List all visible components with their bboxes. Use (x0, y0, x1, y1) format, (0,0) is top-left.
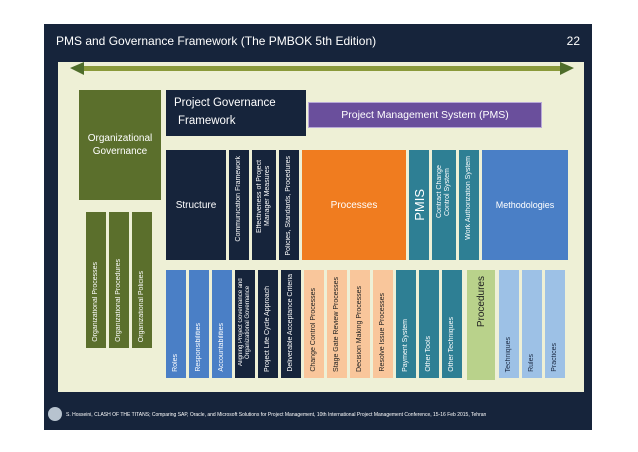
other-techniques-box: Other Techniques (442, 270, 462, 378)
decision-making-box: Decision Making Processes (350, 270, 370, 378)
org-governance-label: Organizational Governance (87, 133, 153, 157)
deliverable-criteria-box: Deliverable Acceptance Criteria (281, 270, 301, 378)
other-techniques-label: Other Techniques (448, 317, 455, 372)
procedures-label: Procedures (475, 276, 487, 328)
other-tools-box: Other Tools (419, 270, 439, 378)
pmis-box: PMIS (409, 150, 429, 260)
org-procedures-box: Organizational Procedures (109, 212, 129, 348)
aligning-governance-label: Aligning Project Governance and Organiza… (238, 278, 251, 366)
processes-box: Processes (302, 150, 406, 260)
responsibilities-label: Responsibilities (195, 323, 202, 372)
life-cycle-box: Project Life Cycle Approach (258, 270, 278, 378)
arrow-right-icon (560, 62, 574, 75)
pgf-line1: Project Governance (174, 97, 276, 109)
deliverable-criteria-label: Deliverable Acceptance Criteria (287, 274, 294, 372)
roles-label: Roles (172, 354, 179, 372)
org-governance-box: Organizational Governance (79, 90, 161, 200)
pmis-label: PMIS (411, 189, 427, 221)
payment-system-label: Payment System (402, 319, 409, 372)
accountabilities-label: Accountabilities (218, 323, 225, 372)
arrow-left-icon (70, 62, 84, 75)
pgf-line2: Framework (178, 115, 236, 127)
pms-box: Project Management System (PMS) (308, 102, 542, 128)
resolve-issue-label: Resolve Issue Processes (379, 293, 386, 372)
org-processes-box: Organizational Processes (86, 212, 106, 348)
payment-system-box: Payment System (396, 270, 416, 378)
methodologies-label: Methodologies (495, 200, 555, 210)
pms-label: Project Management System (PMS) (341, 109, 509, 121)
policies-standards-label: Policies, Standards, Procedures (285, 156, 292, 256)
change-control-label: Change Control Processes (310, 288, 317, 372)
org-policies-label: Organizational Policies (138, 270, 145, 342)
other-tools-label: Other Tools (425, 336, 432, 372)
org-processes-label: Organizational Processes (92, 262, 99, 342)
page-number: 22 (566, 34, 580, 48)
responsibilities-box: Responsibilities (189, 270, 209, 378)
processes-label: Processes (330, 199, 378, 211)
procedures-box: Procedures (467, 270, 495, 380)
policies-standards-box: Policies, Standards, Procedures (279, 150, 299, 260)
logo-icon (48, 407, 62, 421)
slide-header: PMS and Governance Framework (The PMBOK … (44, 24, 592, 58)
contract-change-box: Contract Change Control System (432, 150, 456, 260)
slide-title: PMS and Governance Framework (The PMBOK … (56, 34, 377, 48)
decision-making-label: Decision Making Processes (356, 286, 363, 372)
methodologies-box: Methodologies (482, 150, 568, 260)
structure-box: Structure (166, 150, 226, 260)
practices-label: Practices (551, 343, 558, 372)
pgf-box: Project Governance Framework (166, 90, 306, 136)
rules-box: Rules (522, 270, 542, 378)
effectiveness-box: Effectiveness of Project Manager Measure… (252, 150, 276, 260)
practices-box: Practices (545, 270, 565, 378)
change-control-box: Change Control Processes (304, 270, 324, 378)
double-arrow-shaft (82, 66, 560, 71)
accountabilities-box: Accountabilities (212, 270, 232, 378)
aligning-governance-box: Aligning Project Governance and Organiza… (235, 270, 255, 378)
work-authorization-label: Work Authorization System (465, 156, 472, 240)
communication-framework-label: Communication Framework (235, 156, 242, 242)
stage-gate-box: Stage Gate Review Processes (327, 270, 347, 378)
footer-citation: S. Hosseini, CLASH OF THE TITANS; Compar… (66, 412, 487, 418)
org-policies-box: Organizational Policies (132, 212, 152, 348)
org-procedures-label: Organizational Procedures (115, 259, 122, 342)
rules-label: Rules (528, 354, 535, 372)
roles-box: Roles (166, 270, 186, 378)
contract-change-label: Contract Change Control System (436, 165, 451, 219)
work-authorization-box: Work Authorization System (459, 150, 479, 260)
techniques-box: Techniques (499, 270, 519, 378)
life-cycle-label: Project Life Cycle Approach (264, 286, 271, 372)
communication-framework-box: Communication Framework (229, 150, 249, 260)
stage-gate-label: Stage Gate Review Processes (333, 277, 340, 372)
techniques-label: Techniques (505, 336, 512, 372)
structure-label: Structure (175, 199, 217, 211)
resolve-issue-box: Resolve Issue Processes (373, 270, 393, 378)
effectiveness-label: Effectiveness of Project Manager Measure… (256, 159, 271, 233)
